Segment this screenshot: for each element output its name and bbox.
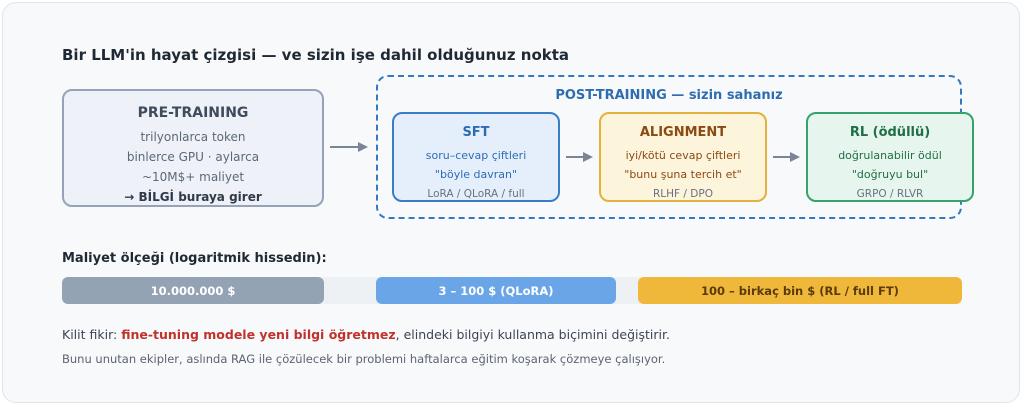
stage-rl-methods: GRPO / RLVR	[856, 188, 924, 200]
stage-sft: SFT soru–cevap çiftleri "böyle davran" L…	[392, 112, 560, 202]
key-idea-suffix: , elindeki bilgiyi kullanma biçimini değ…	[395, 327, 670, 342]
pretraining-box: PRE-TRAINING trilyonlarca token binlerce…	[62, 89, 324, 207]
stage-rl-desc1: doğrulanabilir ödül	[838, 149, 942, 162]
arrow-pre-to-post	[330, 142, 368, 152]
cost-bar-pretraining: 10.000.000 $	[62, 277, 324, 304]
stage-rl-desc2: "doğruyu bul"	[851, 168, 929, 181]
footnote: Bunu unutan ekipler, aslında RAG ile çöz…	[62, 352, 666, 366]
cost-scale-title: Maliyet ölçeği (logaritmik hissedin):	[62, 251, 327, 266]
stage-rl-name: RL (ödüllü)	[849, 125, 931, 140]
stage-alignment-methods: RLHF / DPO	[653, 188, 713, 200]
pretraining-line-gpus: binlerce GPU · aylarca	[126, 150, 260, 164]
stage-sft-desc1: soru–cevap çiftleri	[425, 149, 527, 162]
pretraining-heading: PRE-TRAINING	[137, 105, 249, 121]
stage-alignment: ALIGNMENT iyi/kötü cevap çiftleri "bunu …	[599, 112, 767, 202]
stage-sft-name: SFT	[462, 125, 490, 140]
stage-alignment-name: ALIGNMENT	[639, 125, 727, 140]
diagram-title: Bir LLM'in hayat çizgisi — ve sizin işe …	[62, 46, 570, 64]
stage-alignment-desc1: iyi/kötü cevap çiftleri	[625, 149, 741, 162]
pretraining-line-cost: ~10M$+ maliyet	[141, 170, 245, 184]
cost-bar-qlora: 3 – 100 $ (QLoRA)	[376, 277, 616, 304]
arrow-sft-to-alignment	[566, 152, 593, 162]
cost-bar-rl-fullft: 100 – birkaç bin $ (RL / full FT)	[638, 277, 962, 304]
key-idea: Kilit fikir: fine-tuning modele yeni bil…	[62, 327, 670, 342]
stage-alignment-desc2: "bunu şuna tercih et"	[624, 168, 742, 181]
key-idea-prefix: Kilit fikir:	[62, 327, 122, 342]
arrow-alignment-to-rl	[773, 152, 800, 162]
key-idea-highlight: fine-tuning modele yeni bilgi öğretmez	[121, 327, 396, 342]
stage-rl: RL (ödüllü) doğrulanabilir ödül "doğruyu…	[806, 112, 974, 202]
stage-sft-methods: LoRA / QLoRA / full	[427, 188, 525, 200]
pretraining-line-tokens: trilyonlarca token	[140, 130, 246, 144]
pretraining-key-line: → BİLGİ buraya girer	[124, 190, 262, 204]
posttraining-heading: POST-TRAINING — sizin sahanız	[555, 88, 783, 103]
stage-sft-desc2: "böyle davran"	[434, 168, 518, 181]
